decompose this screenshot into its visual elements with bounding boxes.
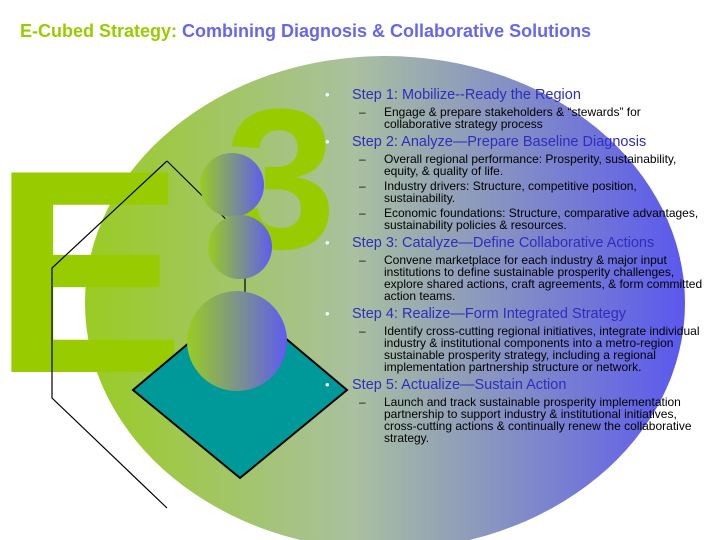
list-item: – Engage & prepare stakeholders & “stewa…	[359, 105, 641, 131]
strategy-steps: • Step 1: Mobilize--Ready the Region – E…	[325, 86, 710, 447]
list-item: – Identify cross-cutting regional initia…	[359, 324, 700, 374]
list-item: – Economic foundations: Structure, compa…	[359, 206, 699, 232]
bullet-icon: •	[325, 134, 330, 149]
title-prefix: E-Cubed Strategy:	[20, 21, 178, 41]
bullet-icon: •	[325, 235, 330, 250]
list-item: – Launch and track sustainable prosperit…	[359, 395, 692, 445]
dash-icon: –	[359, 324, 366, 338]
step-2: • Step 2: Analyze—Prepare Baseline Diagn…	[325, 133, 710, 231]
bullet-icon: •	[325, 306, 330, 321]
step-1-title: Step 1: Mobilize--Ready the Region	[352, 87, 581, 103]
sphere-middle	[208, 215, 272, 279]
dash-icon: –	[359, 253, 366, 267]
dash-icon: –	[359, 105, 366, 119]
step-5-title: Step 5: Actualize—Sustain Action	[352, 377, 567, 393]
slide-title: E-Cubed Strategy: Combining Diagnosis & …	[20, 22, 591, 40]
sphere-bottom	[187, 291, 287, 391]
dash-icon: –	[359, 395, 366, 409]
dash-icon: –	[359, 179, 366, 193]
step-5: • Step 5: Actualize—Sustain Action – Lau…	[325, 376, 710, 444]
step-3-title: Step 3: Catalyze—Define Collaborative Ac…	[352, 235, 655, 251]
list-item: – Convene marketplace for each industry …	[359, 253, 703, 303]
title-main: Combining Diagnosis & Collaborative Solu…	[182, 21, 592, 41]
step-1: • Step 1: Mobilize--Ready the Region – E…	[325, 86, 710, 130]
step-3: • Step 3: Catalyze—Define Collaborative …	[325, 234, 710, 302]
bullet-icon: •	[325, 377, 330, 392]
step-2-title: Step 2: Analyze—Prepare Baseline Diagnos…	[352, 134, 647, 150]
list-item: – Overall regional performance: Prosperi…	[359, 152, 677, 178]
bullet-icon: •	[325, 87, 330, 102]
dash-icon: –	[359, 206, 366, 220]
sphere-top	[200, 153, 264, 217]
step-4: • Step 4: Realize—Form Integrated Strate…	[325, 305, 710, 373]
dash-icon: –	[359, 152, 366, 166]
step-4-title: Step 4: Realize—Form Integrated Strategy	[352, 306, 627, 322]
list-item: – Industry drivers: Structure, competiti…	[359, 179, 637, 205]
